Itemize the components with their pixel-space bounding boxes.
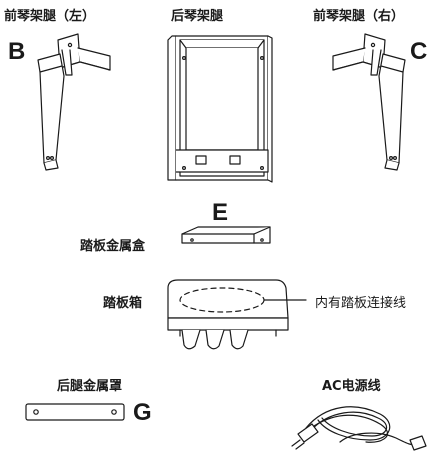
caption-front-leg-left: 前琴架腿（左） bbox=[4, 9, 96, 24]
pedal-box-drawing bbox=[167, 279, 307, 350]
rear-leg-cover-drawing bbox=[25, 403, 125, 421]
caption-pedal-box: 踏板箱 bbox=[103, 296, 143, 311]
front-leg-right-drawing bbox=[332, 33, 406, 171]
rear-leg-drawing bbox=[167, 35, 273, 183]
letter-b: B bbox=[8, 38, 26, 65]
caption-ac-cord: AC电源线 bbox=[322, 379, 381, 394]
caption-front-leg-right: 前琴架腿（右） bbox=[313, 9, 405, 24]
pedal-cord-note: 内有踏板连接线 bbox=[315, 296, 407, 311]
caption-rear-leg: 后琴架腿 bbox=[171, 9, 224, 24]
caption-rear-leg-cover: 后腿金属罩 bbox=[57, 379, 123, 394]
front-leg-left-drawing bbox=[37, 33, 111, 171]
caption-pedal-bracket: 踏板金属盒 bbox=[80, 239, 146, 254]
pedal-bracket-drawing bbox=[181, 226, 271, 244]
letter-e: E bbox=[212, 199, 229, 226]
letter-g: G bbox=[133, 399, 152, 426]
letter-c: C bbox=[410, 38, 428, 65]
ac-power-cord-drawing bbox=[291, 406, 427, 451]
